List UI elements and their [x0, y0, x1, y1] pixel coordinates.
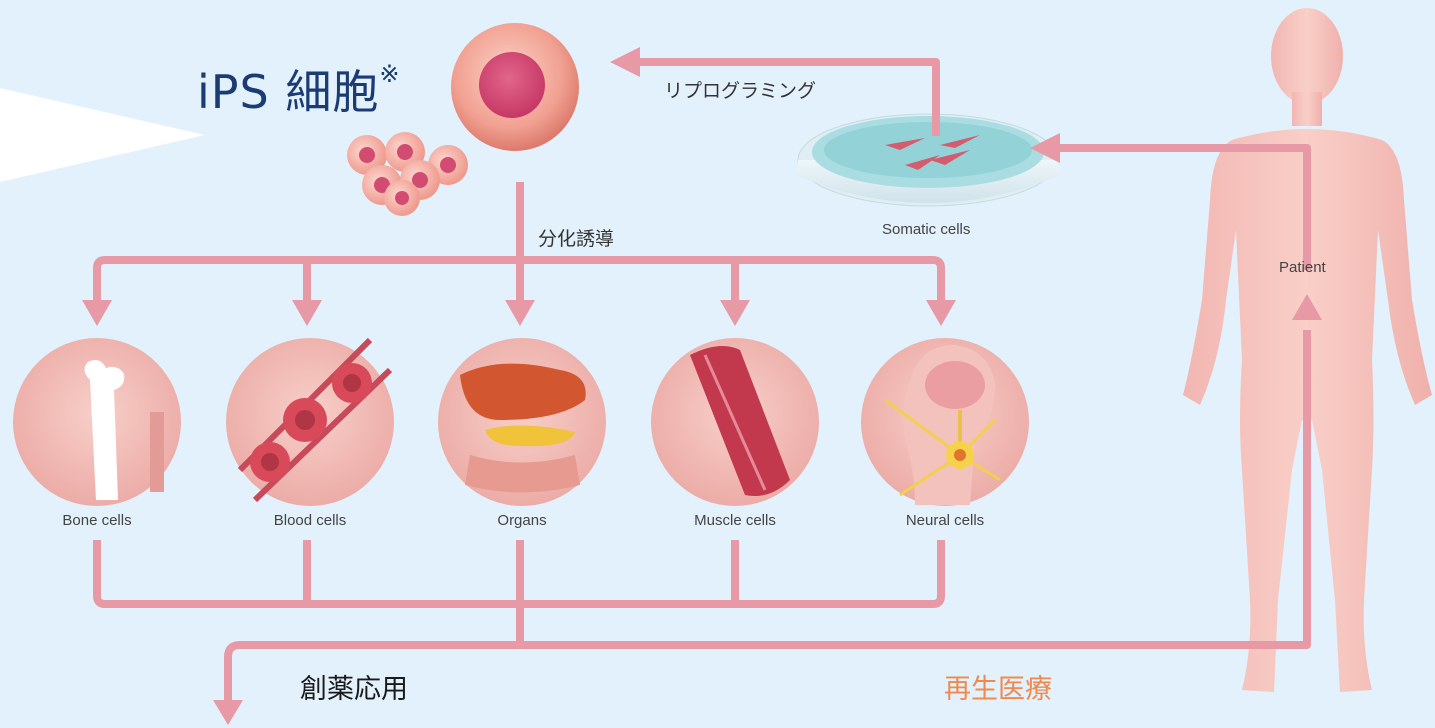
ips-cell-title: iPS 細胞※	[197, 56, 400, 122]
differentiation-label: 分化誘導	[538, 224, 614, 251]
reprogramming-label: リプログラミング	[664, 76, 816, 103]
ips-cell	[451, 23, 579, 151]
neural-cells-circle	[861, 338, 1029, 506]
bone-cells-circle	[13, 338, 181, 506]
regenerative-medicine-label: 再生医療	[944, 667, 1052, 706]
ips-colony	[347, 132, 468, 216]
petri-dish	[798, 114, 1058, 206]
blood-cells-label: Blood cells	[274, 512, 347, 529]
drug-discovery-label: 創薬応用	[300, 667, 408, 706]
muscle-cells-circle	[651, 338, 819, 506]
organs-label: Organs	[497, 512, 546, 529]
neural-cells-label: Neural cells	[906, 512, 984, 529]
ips-title-text: iPS 細胞	[197, 65, 379, 119]
pointer-shape	[0, 88, 205, 182]
blood-cells-circle	[226, 338, 394, 506]
patient-label: Patient	[1279, 259, 1326, 276]
somatic-cells-label: Somatic cells	[882, 221, 970, 238]
organs-circle	[438, 338, 606, 506]
bone-cells-label: Bone cells	[62, 512, 131, 529]
ips-title-mark: ※	[379, 60, 400, 88]
muscle-cells-label: Muscle cells	[694, 512, 776, 529]
